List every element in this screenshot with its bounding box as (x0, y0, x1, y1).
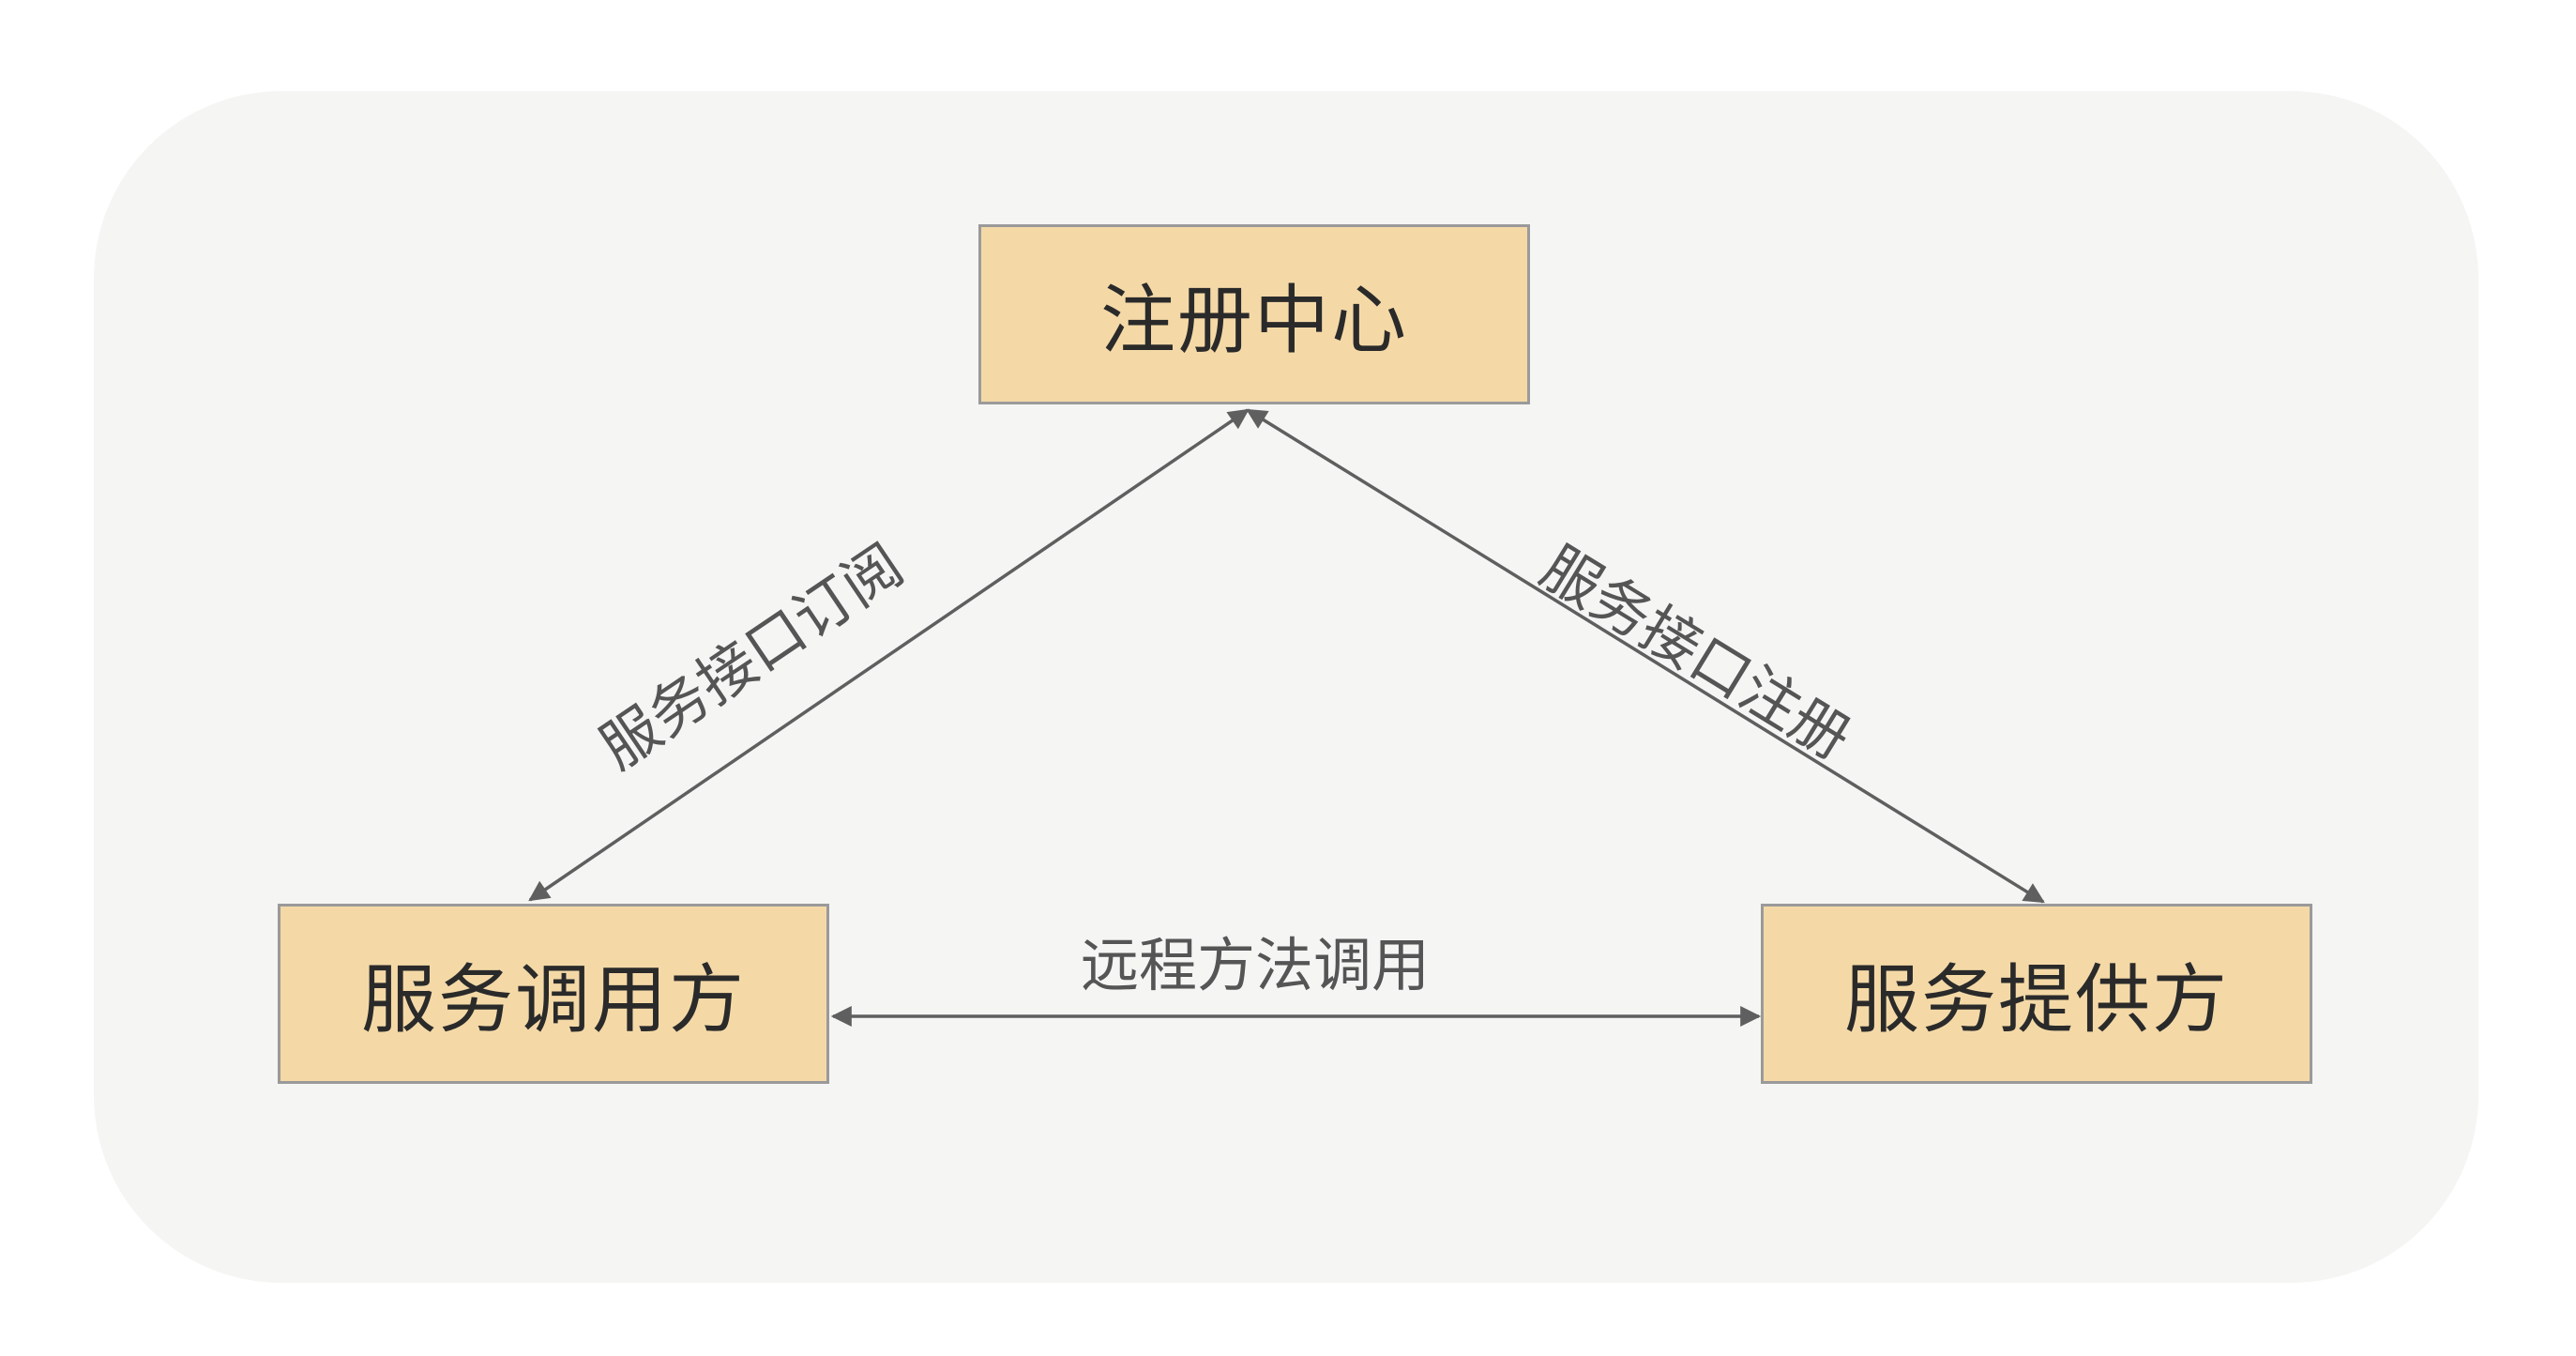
registry-node: 注册中心 (978, 224, 1530, 404)
subscribe-arrow (528, 408, 1250, 902)
registry-label: 注册中心 (1100, 277, 1408, 364)
provider-node: 服务提供方 (1761, 904, 2312, 1084)
consumer-label: 服务调用方 (361, 956, 746, 1044)
consumer-node: 服务调用方 (278, 904, 829, 1084)
register-arrow (1246, 408, 2045, 904)
provider-label: 服务提供方 (1844, 956, 2229, 1044)
rpc-label: 远程方法调用 (1081, 931, 1431, 999)
